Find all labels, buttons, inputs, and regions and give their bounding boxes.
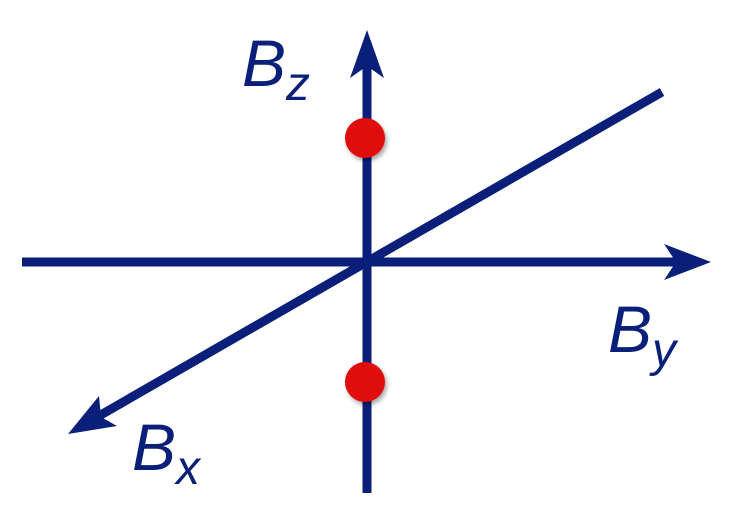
bz-axis-label: Bz <box>242 26 310 111</box>
bz-label-subscript: z <box>285 58 310 111</box>
bx-axis-arrowhead <box>68 396 117 434</box>
bx-label-base: B <box>132 410 176 484</box>
bz-label-base: B <box>242 26 286 100</box>
bx-axis-line <box>89 88 665 424</box>
by-axis-arrowhead <box>664 244 711 280</box>
by-axis <box>22 244 711 280</box>
by-axis-label: By <box>608 292 679 377</box>
point-upper-on-bz-axis <box>345 118 385 158</box>
bx-axis <box>68 88 665 434</box>
by-label-subscript: y <box>649 324 679 377</box>
point-lower-on-bz-axis <box>345 362 385 402</box>
bz-axis-arrowhead <box>350 30 384 78</box>
bx-axis-label: Bx <box>132 410 202 495</box>
by-label-base: B <box>608 292 652 366</box>
bx-label-subscript: x <box>174 442 202 495</box>
